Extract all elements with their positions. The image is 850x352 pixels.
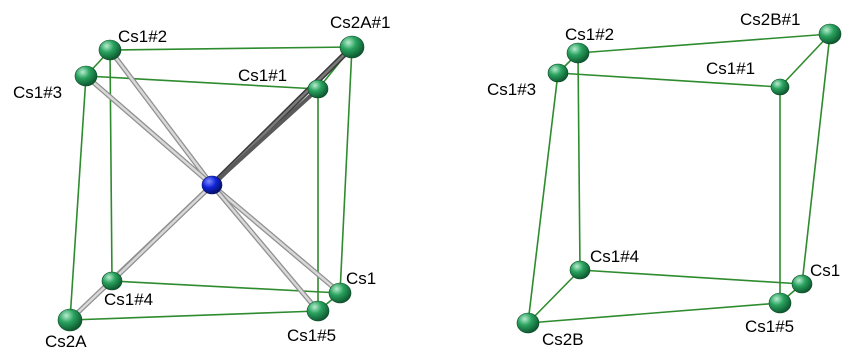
edge <box>577 33 831 54</box>
atom-cs1-3 <box>74 65 98 87</box>
atom-cs2b <box>516 312 540 334</box>
right-atoms <box>516 23 842 334</box>
label-cs2a: Cs2A <box>45 332 87 351</box>
edge <box>109 49 113 282</box>
label-cs1-3: Cs1#3 <box>13 83 62 102</box>
label-cs2a-1: Cs2A#1 <box>330 13 390 32</box>
center-atom <box>201 175 223 195</box>
right-cluster: Cs1#2 Cs2B#1 Cs1#1 Cs1#3 Cs1#4 Cs1 Cs2B … <box>487 10 842 349</box>
atom-cs1-1 <box>770 78 790 96</box>
label-cs2b-1: Cs2B#1 <box>740 10 800 29</box>
left-labels: Cs1#2 Cs2A#1 Cs1#1 Cs1#3 Cs1 Cs1#4 Cs2A … <box>13 13 390 351</box>
right-labels: Cs1#2 Cs2B#1 Cs1#1 Cs1#3 Cs1#4 Cs1 Cs2B … <box>487 10 840 349</box>
edge <box>69 75 87 321</box>
label-cs1: Cs1 <box>346 269 376 288</box>
label-cs2b: Cs2B <box>542 330 584 349</box>
right-cell-edges <box>527 33 831 324</box>
bond <box>210 183 342 295</box>
edge <box>557 72 781 88</box>
edge <box>527 269 581 324</box>
atom-cs1-1 <box>307 79 329 99</box>
label-cs1-1: Cs1#1 <box>706 59 755 78</box>
bond <box>110 183 214 283</box>
edge <box>801 33 831 285</box>
bond <box>210 183 320 313</box>
atom-cs1-5 <box>768 292 792 314</box>
atom-cs1-4 <box>569 260 591 280</box>
edge <box>527 302 781 324</box>
edge <box>577 52 581 271</box>
left-cluster: Cs1#2 Cs2A#1 Cs1#1 Cs1#3 Cs1 Cs1#4 Cs2A … <box>13 13 390 351</box>
edge <box>579 269 803 285</box>
label-cs1-2: Cs1#2 <box>118 27 167 46</box>
label-cs1-5: Cs1#5 <box>287 326 336 345</box>
atom-cs1-3 <box>547 63 569 83</box>
atom-cs1-2 <box>566 42 590 64</box>
left-bonds <box>67 44 355 323</box>
atom-cs1-5 <box>306 300 330 322</box>
label-cs1-4: Cs1#4 <box>590 247 639 266</box>
edge <box>527 72 559 324</box>
atom-cs2a <box>57 308 83 332</box>
left-atoms <box>57 35 365 332</box>
atom-cs2b-1 <box>818 23 842 45</box>
bond-dark <box>210 87 320 187</box>
atom-cs1-2 <box>98 39 122 61</box>
atom-cs1-4 <box>101 271 123 291</box>
edge <box>779 33 831 88</box>
label-cs1-3: Cs1#3 <box>487 80 536 99</box>
edge <box>69 310 319 321</box>
edge <box>85 75 319 90</box>
label-cs1-2: Cs1#2 <box>565 25 614 44</box>
label-cs1-5: Cs1#5 <box>745 317 794 336</box>
label-cs1: Cs1 <box>810 261 840 280</box>
label-cs1-1: Cs1#1 <box>238 66 287 85</box>
bond <box>108 48 214 187</box>
label-cs1-4: Cs1#4 <box>104 290 153 309</box>
edge <box>109 46 353 51</box>
edge <box>339 46 353 294</box>
bond <box>84 74 214 187</box>
atom-cs2a-1 <box>339 35 365 59</box>
atom-cs1 <box>328 282 352 304</box>
atom-cs1 <box>791 274 813 294</box>
